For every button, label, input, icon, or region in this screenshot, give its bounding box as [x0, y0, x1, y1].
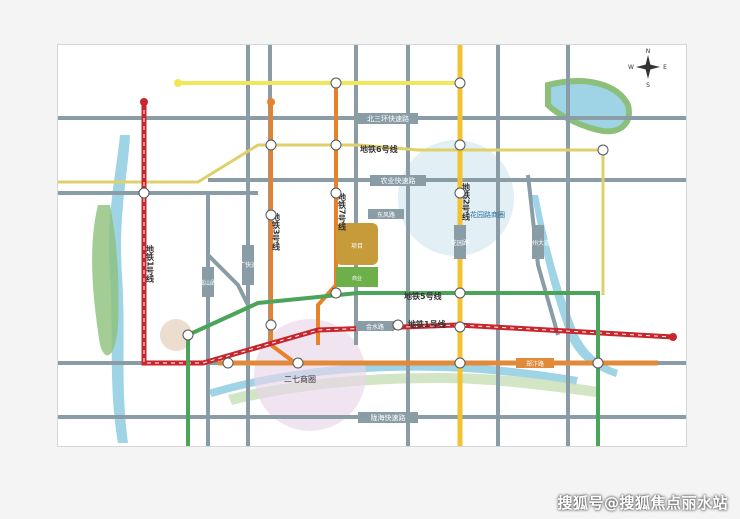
- river-east: [532, 195, 618, 377]
- project-top-block: [336, 223, 378, 265]
- metro-line-7: [316, 83, 338, 345]
- river-west: [109, 135, 130, 443]
- metro-line-5: [187, 291, 600, 446]
- svg-text:花园路: 花园路: [451, 239, 469, 247]
- svg-text:W: W: [628, 64, 634, 71]
- road-label-nongye: 农业快速路: [370, 175, 426, 186]
- metro-label-line3: 地铁3号线: [272, 212, 281, 252]
- district-label-huayuan: 花园路商圈: [470, 210, 505, 219]
- svg-text:农业快速路: 农业快速路: [381, 176, 416, 185]
- road-label-south-ring: 陇海快速路: [358, 412, 418, 423]
- metro-line-6: [58, 143, 605, 295]
- road-label-zhongzhou: 中州大道: [526, 225, 550, 259]
- road-label-songshan: 嵩山路: [199, 267, 217, 297]
- metro-label-line7: 地铁7号线: [338, 192, 347, 232]
- road-label-huayuan: 花园路: [451, 225, 469, 259]
- road-label-jingguang: 京广快速路: [233, 245, 263, 285]
- map-canvas[interactable]: 项目 商业 北三环快速路 陇海快速路 农业快速路 花园路 金水路 郑汴路: [58, 45, 686, 446]
- road-label-zhengbian: 郑汴路: [516, 358, 554, 368]
- svg-text:嵩山路: 嵩山路: [199, 279, 217, 287]
- zhongzhou-road: [526, 174, 560, 336]
- watermark: 搜狐号@搜狐焦点丽水站: [557, 494, 728, 512]
- metro-station-markers: [138, 77, 677, 369]
- erqi-district-circle: [254, 319, 366, 431]
- green-belt-west: [92, 205, 119, 356]
- svg-text:金水路: 金水路: [366, 323, 384, 331]
- metro-label-line1-vertical: 地铁1号线: [146, 244, 155, 284]
- road-label-jinshui: 金水路: [356, 321, 394, 331]
- metro-label-line2: 地铁2号线: [462, 182, 471, 222]
- svg-text:中州大道: 中州大道: [526, 239, 550, 247]
- road-label-dongfeng: 东风路: [368, 209, 404, 219]
- jingguang-road: [206, 253, 250, 306]
- metro-label-line6: 地铁6号线: [360, 144, 398, 154]
- svg-text:N: N: [646, 48, 651, 55]
- svg-text:S: S: [646, 82, 650, 89]
- metro-label-line1: 地铁1号线: [408, 319, 446, 329]
- west-poi-circle: [160, 319, 192, 351]
- huayuan-district-circle: [398, 140, 514, 256]
- map-frame: 项目 商业 北三环快速路 陇海快速路 农业快速路 花园路 金水路 郑汴路: [57, 44, 687, 447]
- road-label-north-ring: 北三环快速路: [358, 113, 418, 124]
- metro-line-1-dash: [143, 102, 674, 364]
- svg-text:郑汴路: 郑汴路: [526, 360, 544, 368]
- svg-text:东风路: 东风路: [377, 211, 395, 219]
- project-bottom-block: [336, 267, 378, 287]
- lake-northeast: [545, 78, 632, 135]
- metro-label-line5: 地铁5号线: [404, 291, 442, 301]
- svg-text:北三环快速路: 北三环快速路: [367, 114, 409, 123]
- project-top-label: 项目: [351, 243, 363, 250]
- svg-text:陇海快速路: 陇海快速路: [371, 413, 406, 422]
- district-label-erqi: 二七商圈: [284, 374, 316, 384]
- compass-icon: N S E W: [628, 48, 667, 89]
- svg-text:E: E: [663, 64, 667, 71]
- project-bottom-label: 商业: [352, 275, 362, 282]
- svg-text:京广快速路: 京广快速路: [233, 261, 263, 269]
